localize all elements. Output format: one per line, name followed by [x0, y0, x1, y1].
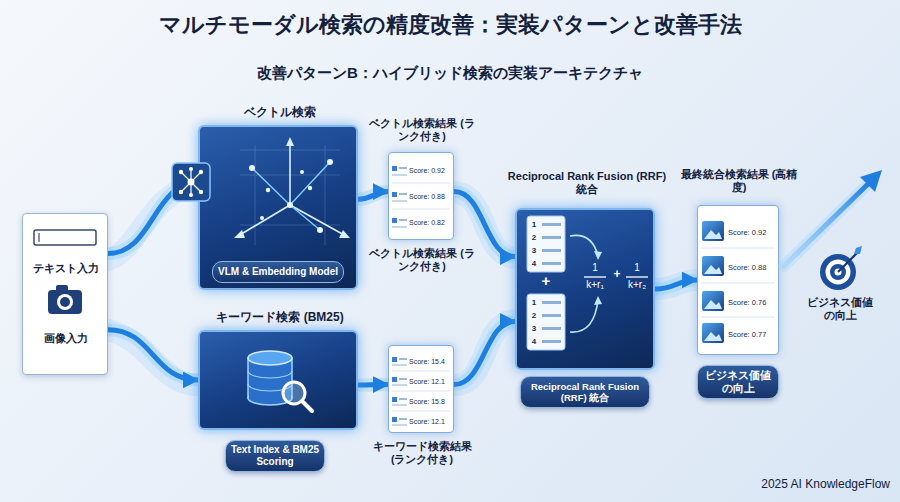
- connector-glow: [108, 330, 198, 380]
- subtitle: 改善パターンB：ハイブリッド検索の実装アーキテクチャ: [0, 64, 900, 82]
- rank-number: 3: [529, 324, 539, 334]
- target-icon: [830, 264, 846, 280]
- formula-term: k+r₂: [618, 279, 656, 291]
- fusion-pill: Reciprocal Rank Fusion (RRF) 統合: [520, 376, 650, 408]
- flow-stream: [108, 185, 198, 260]
- connector-line: [454, 321, 515, 384]
- node-text: Score: 12.1: [409, 418, 453, 426]
- target-icon: [826, 260, 851, 285]
- formula-term: 1: [580, 262, 610, 274]
- rank-number: 1: [529, 220, 539, 230]
- value-caption: ビジネス価値 の向上: [800, 296, 880, 322]
- network-icon: [181, 182, 191, 192]
- target-icon: [835, 269, 842, 276]
- connector-line: [358, 192, 388, 200]
- connector-line: [358, 382, 388, 387]
- node-text: Score: 0.92: [409, 167, 453, 175]
- connector-glow: [655, 280, 697, 289]
- network-icon: [189, 193, 193, 197]
- connector-line: [108, 183, 198, 254]
- node-text: Score: 0.88: [409, 193, 453, 201]
- flow-stream: [108, 330, 198, 385]
- flow-connector: [454, 321, 515, 384]
- connector-glow: [454, 321, 515, 384]
- formula-term: 1: [622, 262, 652, 274]
- growth-arrow: [784, 170, 882, 266]
- network-icon: [190, 169, 191, 182]
- connector-line: [108, 330, 198, 380]
- flow-connector: [655, 280, 697, 289]
- connector-line: [454, 192, 515, 257]
- node-text: VLM & Embedding Model: [213, 262, 343, 282]
- rank-number: 2: [529, 233, 539, 243]
- value-pill: ビジネス価値 の向上: [697, 365, 779, 399]
- node-text: Reciprocal Rank Fusion (RRF) 統合: [521, 377, 649, 407]
- node-text: Text Index & BM25 Scoring: [226, 441, 324, 471]
- node-text: Score: 0.77: [728, 330, 778, 339]
- result-card: Score: 15.4Score: 12.1Score: 15.8Score: …: [388, 345, 454, 433]
- node-text: Score: 0.88: [728, 263, 778, 272]
- index-pill: Text Index & BM25 Scoring: [225, 440, 325, 472]
- node-text: ビジネス価値 の向上: [698, 366, 778, 398]
- node-text: Score: 0.82: [409, 219, 453, 227]
- connector-line: [655, 280, 697, 289]
- node-text: Reciprocal Rank Fusion (RRF) 統合: [507, 170, 667, 196]
- result-card: ベクトル検索結果 (ランク付き)Score: 0.92Score: 0.88Sc…: [388, 152, 454, 240]
- growth-arrow: [784, 184, 868, 266]
- node-text: 最終統合検索結果 (高精度): [678, 168, 800, 194]
- plus-sign: +: [538, 272, 554, 290]
- target-icon: [820, 254, 856, 290]
- plus-sign: +: [611, 267, 623, 281]
- target-icon: [838, 252, 858, 272]
- flow-connector: [454, 192, 515, 257]
- network-icon: [190, 182, 191, 195]
- flow-stream: [454, 320, 515, 385]
- flow-connector: [358, 384, 388, 385]
- node-text: Score: 0.76: [728, 298, 778, 307]
- growth-arrow: [784, 184, 868, 266]
- formula-term: k+r₁: [576, 279, 614, 291]
- process-box: ベクトル検索VLM & Embedding Model: [198, 125, 358, 290]
- node-text: Score: 12.1: [409, 378, 453, 386]
- network-icon: [179, 190, 183, 194]
- growth-arrow: [860, 170, 882, 192]
- connector-glow: [358, 192, 388, 200]
- diagram-title: マルチモーダル検索の精度改善：実装パターンと改善手法: [0, 12, 900, 38]
- flow-connector: [108, 330, 198, 380]
- flow-connector: [358, 192, 388, 200]
- node-text: ベクトル検索結果 (ランク付き): [367, 117, 477, 142]
- rank-number: 4: [529, 259, 539, 269]
- rank-number: 1: [529, 298, 539, 308]
- footer-note: 2025 AI KnowledgeFlow: [740, 477, 890, 491]
- final-result-card: 最終統合検索結果 (高精度)Score: 0.92Score: 0.88Scor…: [697, 205, 779, 355]
- node-text: キーワード検索 (BM25): [200, 310, 360, 324]
- network-icon: [181, 172, 191, 182]
- flow-connector: [108, 183, 198, 254]
- input-box: テキスト入力画像入力: [22, 213, 108, 375]
- node-text: Score: 15.4: [409, 358, 453, 366]
- connector-glow: [454, 192, 515, 257]
- rank-number: 3: [529, 246, 539, 256]
- connector-glow: [108, 183, 198, 254]
- node-text: ベクトル検索結果 (ランク付き): [367, 247, 477, 272]
- node-text: キーワード検索結果 (ランク付き): [367, 440, 477, 465]
- network-icon: [179, 170, 183, 174]
- network-icon: [189, 167, 193, 171]
- flow-stream: [655, 280, 697, 289]
- network-icon: [188, 179, 195, 186]
- node-text: テキスト入力: [23, 262, 109, 275]
- model-pill: VLM & Embedding Model: [212, 261, 344, 283]
- node-text: Score: 0.92: [728, 228, 778, 237]
- target-icon: [820, 246, 862, 290]
- rank-number: 4: [529, 337, 539, 347]
- node-text: 画像入力: [23, 332, 109, 345]
- connector-glow: [358, 378, 388, 391]
- process-box: キーワード検索 (BM25): [198, 330, 358, 430]
- node-text: Score: 15.8: [409, 398, 453, 406]
- node-text: ベクトル検索: [200, 105, 360, 119]
- target-icon: [854, 246, 862, 254]
- rank-number: 2: [529, 311, 539, 321]
